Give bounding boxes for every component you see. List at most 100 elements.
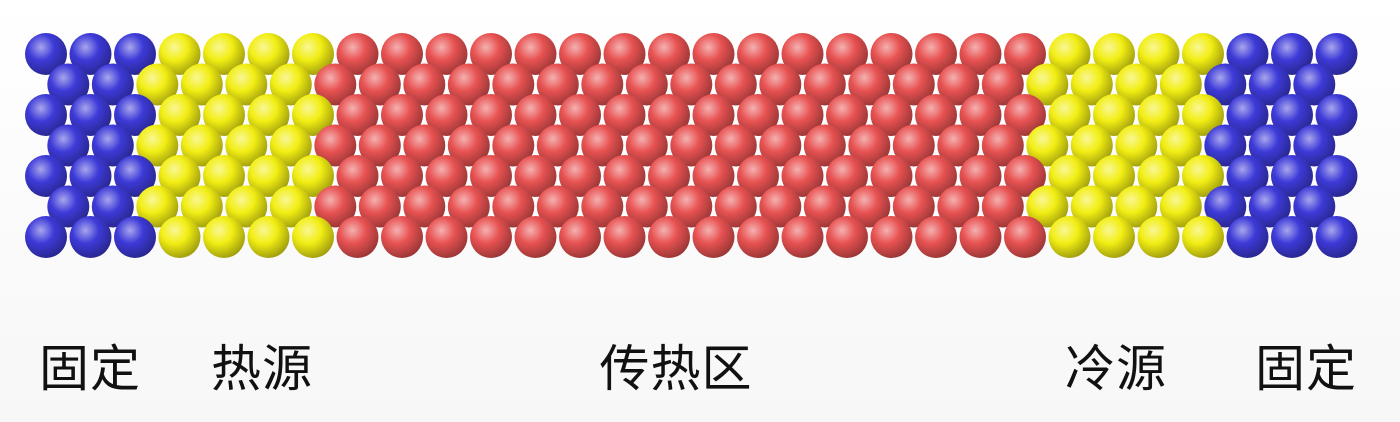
heat-transfer-atom [492, 63, 535, 106]
fixed-atom [1204, 63, 1247, 106]
fixed-atom [1271, 155, 1313, 197]
heat-transfer-atom [915, 33, 957, 75]
heat-transfer-atom [447, 185, 490, 228]
heat-transfer-atom [648, 216, 690, 258]
heat-transfer-atom [358, 124, 401, 167]
fixed-atom [25, 216, 67, 258]
cold-source-atom [1182, 155, 1224, 197]
cold-source-atom [1137, 33, 1180, 75]
heat-source-atom [247, 33, 290, 75]
heat-source-atom [158, 155, 201, 197]
fixed-atom [1204, 185, 1247, 228]
heat-transfer-atom [403, 124, 446, 167]
fixed-atom [1271, 94, 1313, 136]
heat-source-atom [269, 185, 312, 228]
heat-transfer-atom [336, 33, 379, 75]
heat-transfer-atom [981, 124, 1024, 167]
heat-transfer-atom [470, 94, 512, 136]
heat-source-atom [136, 124, 179, 167]
fixed-atom [91, 124, 134, 167]
heat-transfer-atom [759, 124, 802, 167]
heat-transfer-atom [692, 94, 735, 136]
heat-transfer-atom [581, 185, 624, 228]
heat-source-atom [247, 94, 290, 136]
heat-source-atom [225, 63, 268, 106]
fixed-atom [47, 185, 90, 228]
cold-source-atom [1093, 216, 1135, 258]
heat-transfer-atom [670, 185, 713, 228]
heat-source-atom [180, 63, 223, 106]
heat-transfer-atom [692, 155, 735, 197]
fixed-atom [1293, 124, 1336, 167]
heat-transfer-atom [314, 63, 357, 106]
heat-transfer-atom [336, 155, 379, 197]
cold-source-atom [1182, 216, 1224, 258]
fixed-atom [25, 94, 67, 136]
cold-source-atom [1159, 63, 1202, 106]
heat-source-atom [203, 155, 245, 197]
fixed-atom [114, 94, 156, 136]
heat-transfer-atom [892, 185, 935, 228]
heat-transfer-atom [981, 185, 1024, 228]
heat-transfer-atom [826, 94, 868, 136]
heat-source-atom [180, 185, 223, 228]
heat-transfer-atom [692, 216, 735, 258]
heat-transfer-atom [870, 216, 913, 258]
heat-transfer-atom [1004, 155, 1046, 197]
heat-transfer-atom [559, 216, 601, 258]
heat-transfer-atom [692, 33, 735, 75]
heat-source-atom [136, 185, 179, 228]
heat-transfer-atom [737, 94, 779, 136]
heat-transfer-atom [915, 216, 957, 258]
heat-transfer-atom [892, 124, 935, 167]
heat-source-atom [203, 33, 245, 75]
heat-transfer-atom [670, 124, 713, 167]
heat-source-atom [269, 63, 312, 106]
fixed-atom [114, 155, 156, 197]
heat-transfer-atom [803, 185, 846, 228]
heat-transfer-atom [470, 155, 512, 197]
heat-transfer-atom [603, 216, 646, 258]
cold-source-atom [1159, 124, 1202, 167]
fixed-atom [114, 216, 156, 258]
heat-transfer-atom [336, 94, 379, 136]
heat-transfer-atom [492, 124, 535, 167]
fixed-atom [1204, 124, 1247, 167]
heat-transfer-atom [892, 63, 935, 106]
cold-source-atom [1070, 185, 1113, 228]
heat-transfer-atom [425, 94, 468, 136]
heat-transfer-atom [714, 185, 757, 228]
heat-transfer-atom [803, 63, 846, 106]
heat-transfer-atom [470, 216, 512, 258]
heat-source-atom [158, 33, 201, 75]
heat-transfer-atom [314, 185, 357, 228]
heat-transfer-atom [826, 33, 868, 75]
heat-source-atom [292, 155, 334, 197]
heat-transfer-atom [381, 155, 423, 197]
heat-transfer-atom [425, 155, 468, 197]
heat-transfer-atom [381, 216, 423, 258]
heat-transfer-atom [559, 94, 601, 136]
label-fixed-right: 固定 [1255, 340, 1357, 398]
heat-transfer-atom [959, 33, 1002, 75]
heat-transfer-atom [447, 63, 490, 106]
cold-source-atom [1137, 155, 1180, 197]
heat-source-atom [136, 63, 179, 106]
heat-transfer-atom [514, 33, 557, 75]
fixed-atom [1271, 33, 1313, 75]
heat-source-atom [225, 124, 268, 167]
cold-source-atom [1026, 63, 1069, 106]
heat-transfer-atom [870, 155, 913, 197]
atom-lattice [25, 33, 1358, 258]
label-heat-transfer-zone: 传热区 [599, 340, 753, 398]
fixed-atom [1226, 33, 1269, 75]
cold-source-atom [1182, 33, 1224, 75]
heat-transfer-atom [714, 63, 757, 106]
heat-transfer-atom [848, 63, 891, 106]
heat-transfer-atom [959, 94, 1002, 136]
fixed-atom [69, 33, 112, 75]
cold-source-atom [1048, 94, 1091, 136]
heat-transfer-atom [959, 155, 1002, 197]
fixed-atom [1315, 216, 1358, 258]
heat-transfer-atom [1004, 94, 1046, 136]
